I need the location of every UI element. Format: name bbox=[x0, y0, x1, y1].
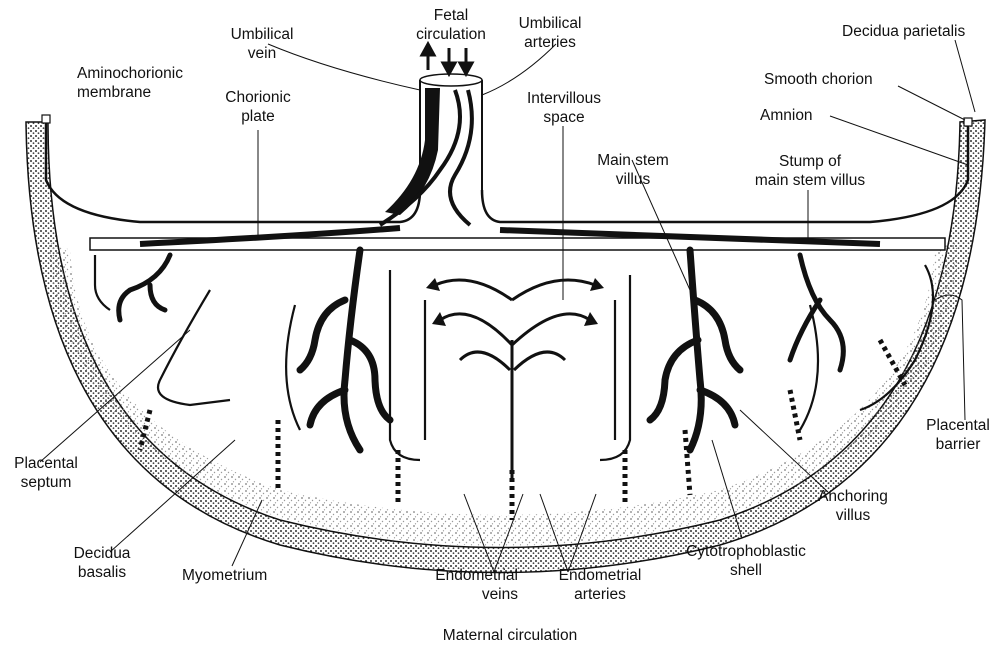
label-main-stem-villus: Main stem villus bbox=[588, 151, 678, 189]
label-myometrium: Myometrium bbox=[182, 566, 267, 585]
label-cytotrophoblastic-shell: Cytotrophoblastic shell bbox=[674, 542, 818, 580]
aminochorionic-membrane-line bbox=[46, 120, 420, 222]
label-smooth-chorion: Smooth chorion bbox=[764, 70, 873, 89]
umbilical-vein-vessel bbox=[385, 88, 440, 215]
label-anchoring-villus: Anchoring villus bbox=[808, 487, 898, 525]
label-intervillous-space: Intervillous space bbox=[512, 89, 616, 127]
label-aminochorionic-membrane: Aminochorionic membrane bbox=[77, 64, 183, 102]
label-decidua-parietalis: Decidua parietalis bbox=[842, 22, 965, 41]
label-placental-barrier: Placental barrier bbox=[916, 416, 1000, 454]
label-maternal-circulation: Maternal circulation bbox=[420, 626, 600, 645]
villous-tree-far-right bbox=[790, 255, 843, 370]
maternal-flow-arrows bbox=[435, 280, 595, 480]
label-endometrial-arteries: Endometrial arteries bbox=[544, 566, 656, 604]
label-amnion: Amnion bbox=[760, 106, 813, 125]
label-fetal-circulation: Fetal circulation bbox=[408, 6, 494, 44]
label-stump-main-stem-villus: Stump of main stem villus bbox=[748, 152, 872, 190]
villous-tree-far-left bbox=[119, 255, 170, 320]
label-umbilical-arteries: Umbilical arteries bbox=[500, 14, 600, 52]
fetal-flow-arrows bbox=[422, 44, 472, 74]
villous-tree-right bbox=[650, 250, 740, 450]
label-chorionic-plate: Chorionic plate bbox=[210, 88, 306, 126]
label-endometrial-veins: Endometrial veins bbox=[406, 566, 518, 604]
label-placental-septum: Placental septum bbox=[4, 454, 88, 492]
label-decidua-basalis: Decidua basalis bbox=[62, 544, 142, 582]
villous-tree-left bbox=[300, 250, 390, 450]
label-umbilical-vein: Umbilical vein bbox=[212, 25, 312, 63]
